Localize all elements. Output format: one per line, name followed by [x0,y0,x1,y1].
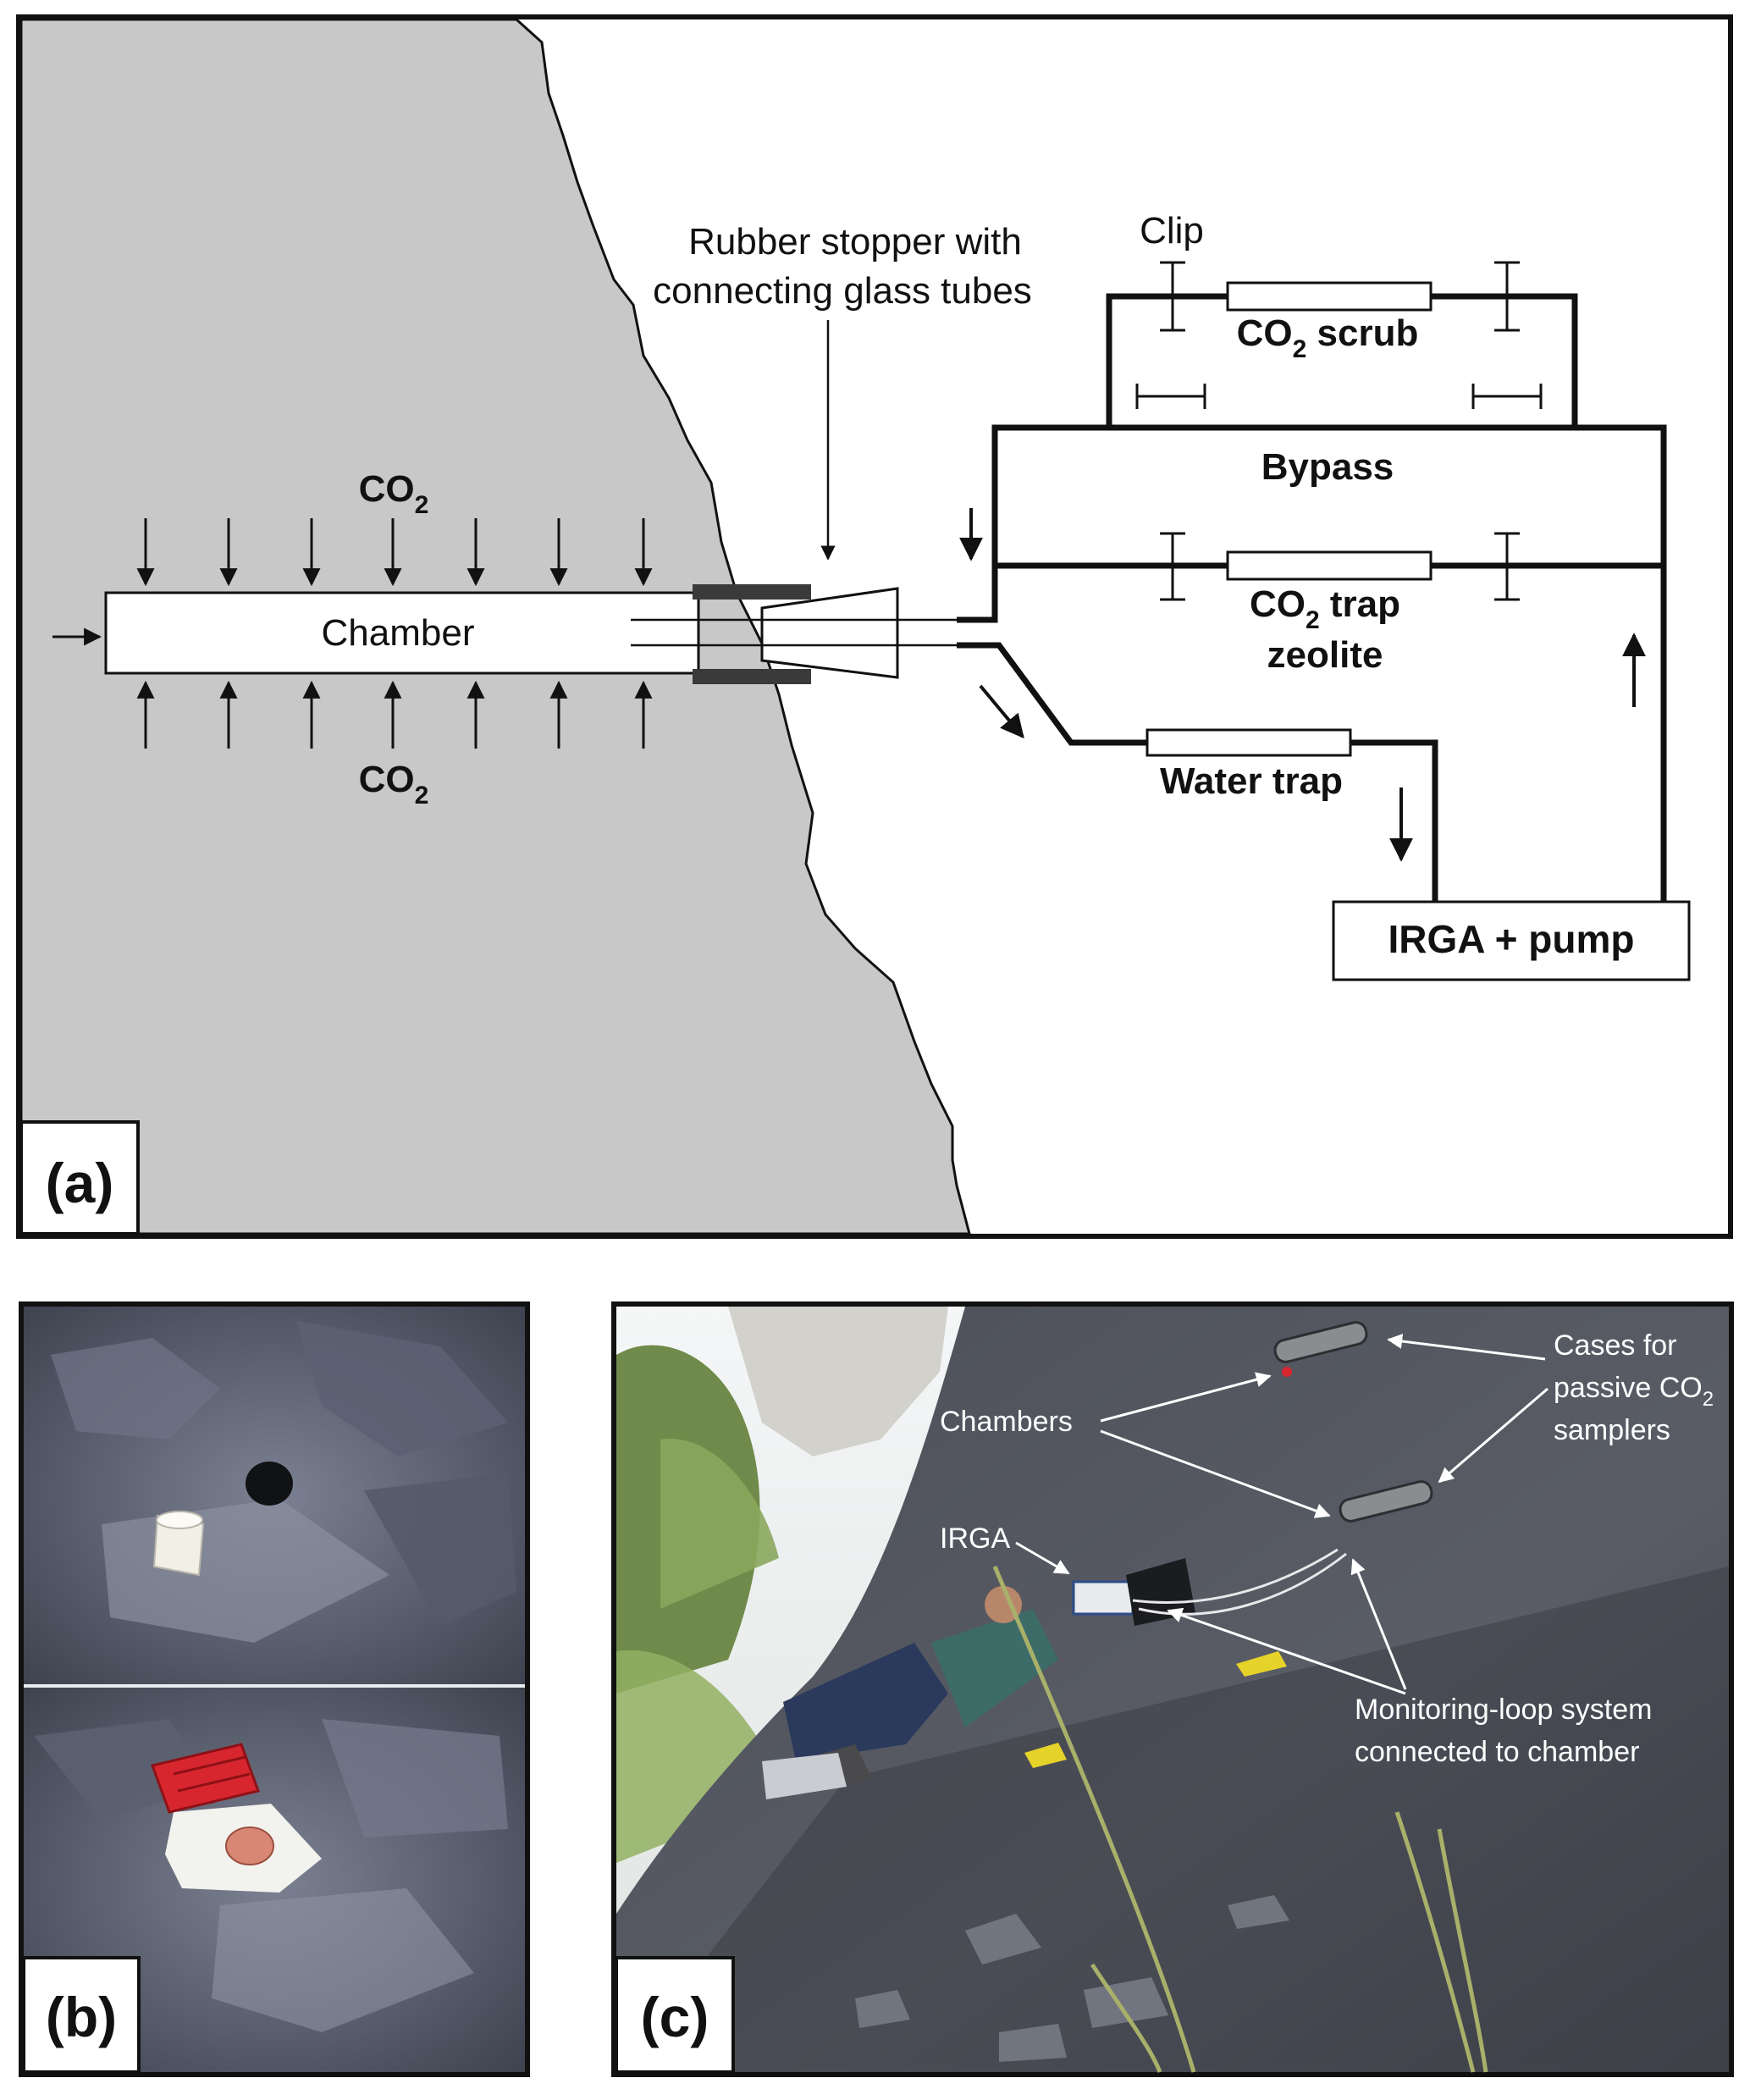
stopper-band-top [693,584,811,600]
chambers-label: Chambers [940,1406,1073,1438]
co2-scrub-label: CO2 scrub [1237,312,1419,363]
chamber-cap [225,1826,274,1865]
photo-c: Chambers IRGA Cases for passive CO2 samp… [616,1307,1729,2073]
chamber-label: Chamber [322,612,475,654]
irga-pump-label: IRGA + pump [1388,917,1635,961]
zeolite-label: zeolite [1267,634,1383,676]
rubber-stopper [760,587,899,679]
tube-water-trap-line [957,642,1438,902]
irga-pump-box [1332,900,1691,981]
stopper-band-bottom [693,669,811,684]
cases-label-line2: passive CO2 [1554,1372,1714,1411]
flow-arrows [959,508,1646,862]
cases-label-line3: samplers [1554,1414,1670,1446]
white-pvc-chamber [152,1511,205,1577]
loop-tubing [1132,1548,1347,1616]
tube-bypass-loop [957,424,1667,902]
panel-c: Chambers IRGA Cases for passive CO2 samp… [611,1301,1734,2077]
panel-a: Chamber CO2 CO2 Rubber stop [16,14,1733,1239]
water-trap-tube [1146,728,1352,757]
passive-co2-sampler-cases [1273,1321,1433,1522]
annotation-arrows [1015,1334,1549,1695]
co2-label-top: CO2 [359,468,429,519]
panel-a-label-box [19,1120,140,1235]
clip-label: Clip [1140,210,1204,251]
panel-b-label-box [22,1956,141,2074]
panel-b: (b) [19,1301,530,2077]
borehole [246,1462,293,1506]
people [762,1586,1287,1799]
loop-label-line1: Monitoring-loop system [1355,1694,1652,1726]
co2-scrub-tube [1226,281,1433,312]
co2-label-bottom: CO2 [359,759,429,810]
stopper-caption-line1: Rubber stopper with [688,221,1022,262]
stopper-caption-line2: connecting glass tubes [653,270,1032,312]
grass-stalks [992,1566,1488,2073]
bypass-label: Bypass [1261,446,1394,488]
co2-influx-arrows [136,518,653,749]
irga-photo-label: IRGA [940,1522,1010,1555]
panel-c-label: (c) [641,1986,709,2048]
clips [1135,261,1543,601]
laptop [762,1753,847,1799]
panel-b-label: (b) [46,1986,117,2048]
cases-label-line1: Cases for [1554,1329,1677,1362]
red-sampler-case [151,1743,260,1814]
photo-b-upper [24,1307,525,1685]
co2-trap-tube [1226,550,1433,581]
co2-trap-label: CO2 trap [1250,583,1400,634]
panel-a-label: (a) [46,1152,114,1214]
chamber-tube [104,591,700,675]
panel-c-label-box [615,1956,735,2074]
water-trap-label: Water trap [1160,760,1343,802]
loop-label-line2: connected to chamber [1355,1736,1639,1768]
